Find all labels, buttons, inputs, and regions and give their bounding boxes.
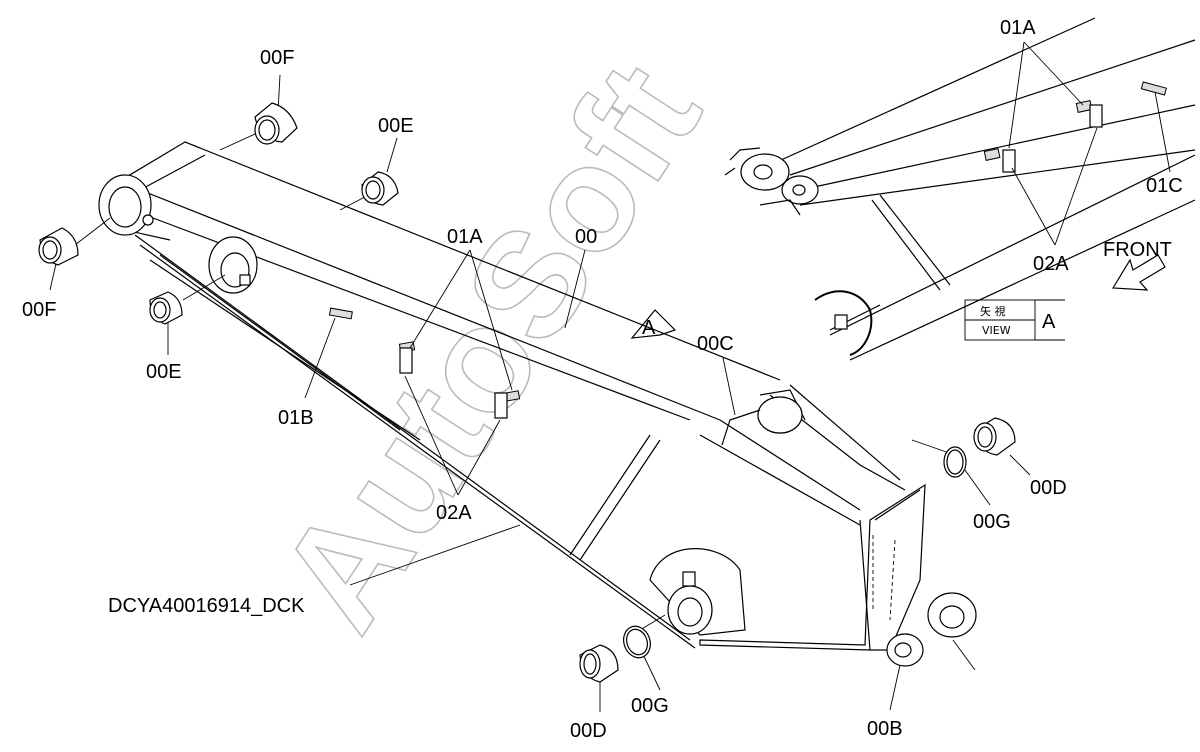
inset-view-a (724, 17, 1196, 361)
label-02a-main: 02A (436, 502, 472, 524)
part-01b-plate (328, 307, 353, 320)
ring-00g-bottom (623, 625, 651, 659)
label-01b: 01B (278, 407, 314, 429)
label-00: 00 (575, 226, 597, 248)
bushing-00f-top (254, 102, 298, 145)
label-front: FRONT (1103, 239, 1172, 261)
view-label-letter: A (1042, 311, 1056, 333)
bushing-00f-left (38, 227, 79, 266)
label-02a-inset: 02A (1033, 253, 1069, 275)
view-label-en: VIEW (982, 324, 1011, 337)
label-01c: 01C (1146, 175, 1183, 197)
label-01a-main: 01A (447, 226, 483, 248)
drawing-code: DCYA40016914_DCK (108, 595, 305, 617)
label-00f-left: 00F (22, 299, 56, 321)
label-00g-bottom: 00G (631, 695, 669, 717)
label-00d-bottom: 00D (570, 720, 607, 742)
bushing-00e-top (361, 171, 399, 206)
boom-foot-boss (98, 174, 154, 236)
label-00c: 00C (697, 333, 734, 355)
view-a-arrow-label: A (642, 317, 656, 339)
bushing-00d-right (973, 417, 1016, 456)
label-00g-right: 00G (973, 511, 1011, 533)
bushing-00e-left (149, 291, 183, 325)
view-a-box (964, 299, 1065, 341)
ring-00g-right (943, 446, 967, 478)
label-00b: 00B (867, 718, 903, 740)
view-label-jp: 矢 視 (980, 304, 1006, 318)
label-00f-top: 00F (260, 47, 294, 69)
bushing-00d-bottom (579, 644, 619, 683)
label-00e-left: 00E (146, 361, 182, 383)
bracket-pin-bosses (721, 396, 977, 667)
label-00d-right: 00D (1030, 477, 1067, 499)
front-arrow-icon (1111, 254, 1166, 291)
part-01a-bracket-1 (399, 347, 413, 374)
part-01a-bracket-2 (494, 392, 508, 419)
label-01a-inset: 01A (1000, 17, 1036, 39)
arm-pin-boss (649, 548, 746, 636)
label-00e-top: 00E (378, 115, 414, 137)
cylinder-boss (208, 236, 258, 294)
view-a-arrow-icon (630, 309, 677, 339)
